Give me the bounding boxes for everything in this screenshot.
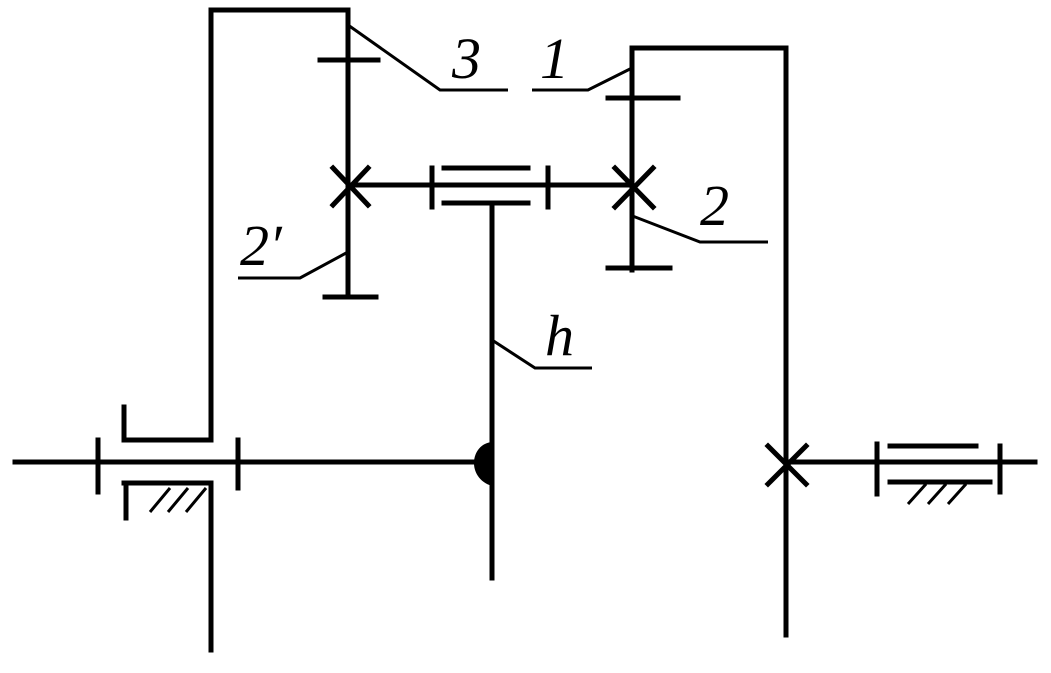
leader-lines [238,23,768,370]
output-shaft [764,441,1038,506]
fixed-joint-cross-left-icon [329,164,372,209]
gear-1-central [605,45,789,638]
ground-hatch-right-icon [906,482,968,506]
ground-hatch-left-icon [148,487,208,513]
label-gear-2-prime: 2′ [240,213,283,278]
gear-3-ring [121,7,381,443]
label-gear-2: 2 [700,173,729,238]
fixed-joint-cross-right-icon [611,164,657,211]
label-gear-1: 1 [540,26,569,91]
label-carrier-h: h [545,303,574,368]
carrier-h [473,202,495,581]
planet-shaft [329,164,657,211]
fixed-joint-cross-output-icon [764,442,810,488]
input-shaft [12,437,495,653]
label-gear-3: 3 [451,26,481,91]
